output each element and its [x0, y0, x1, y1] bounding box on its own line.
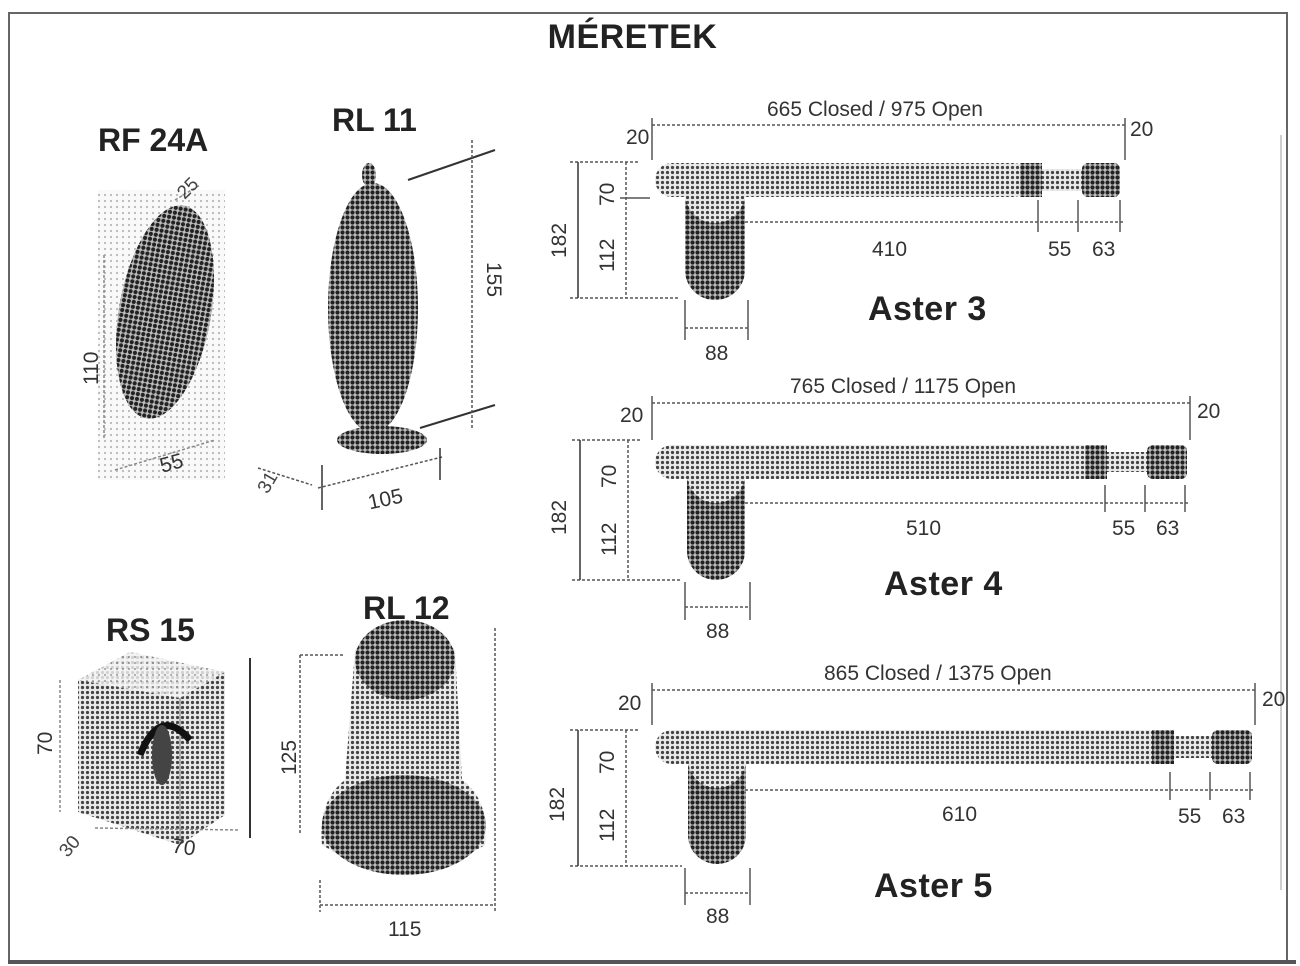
aster4-label: Aster 4: [884, 565, 1003, 603]
rl11-label: RL 11: [332, 102, 417, 138]
rs15-width-dim: 70: [170, 834, 197, 861]
aster3-seg2-dim: 63: [1092, 238, 1116, 261]
aster5-end-right-dim: 20: [1262, 688, 1286, 711]
rs15-height-dim: 70: [34, 731, 57, 755]
aster3-end-right-dim: 20: [1130, 118, 1154, 141]
aster5-total-height-dim: 182: [546, 786, 569, 822]
aster5-label: Aster 5: [874, 867, 993, 905]
rl12-height-dim: 125: [278, 739, 301, 775]
aster3-end-left-dim: 20: [626, 126, 650, 149]
aster5-body-height-dim: 112: [596, 808, 619, 842]
page-title: MÉRETEK: [547, 18, 718, 56]
aster5-seg2-dim: 63: [1222, 805, 1246, 828]
aster3-seg1-dim: 55: [1048, 238, 1072, 261]
aster5-seg1-dim: 55: [1178, 805, 1202, 828]
aster3-drawing: [570, 118, 1126, 340]
aster4-seg2-dim: 63: [1156, 517, 1180, 540]
rl11-drawing: [257, 140, 496, 510]
aster3-total-dim: 665 Closed / 975 Open: [767, 98, 983, 121]
rl12-label: RL 12: [363, 590, 450, 626]
aster4-arm-length-dim: 510: [906, 517, 942, 540]
aster4-seg1-dim: 55: [1112, 517, 1136, 540]
rs15-label: RS 15: [106, 612, 195, 648]
aster4-total-height-dim: 182: [548, 499, 571, 535]
rs15-drawing: [59, 652, 251, 845]
aster4-body-width-dim: 88: [706, 620, 730, 643]
aster4-arm-height-dim: 70: [598, 464, 621, 488]
aster3-arm-height-dim: 70: [596, 182, 619, 206]
right-scan-rule: [1280, 135, 1282, 890]
rf24a-height-dim: 110: [80, 351, 103, 385]
aster5-body-width-dim: 88: [706, 905, 730, 928]
aster5-arm-height-dim: 70: [596, 750, 619, 774]
aster5-end-left-dim: 20: [618, 692, 642, 715]
aster5-total-dim: 865 Closed / 1375 Open: [824, 662, 1052, 685]
aster4-body-height-dim: 112: [598, 522, 621, 556]
aster3-label: Aster 3: [868, 290, 987, 328]
aster4-total-dim: 765 Closed / 1175 Open: [790, 375, 1017, 398]
rl12-width-dim: 115: [388, 918, 422, 941]
aster3-body-height-dim: 112: [596, 238, 619, 272]
aster4-end-left-dim: 20: [620, 404, 644, 427]
rf24a-drawing: [98, 184, 225, 480]
aster5-arm-length-dim: 610: [942, 803, 978, 826]
aster3-body-width-dim: 88: [705, 342, 729, 365]
rl11-height-dim: 155: [482, 262, 505, 298]
rl12-drawing: [299, 620, 496, 912]
aster4-end-right-dim: 20: [1197, 400, 1221, 423]
aster3-arm-length-dim: 410: [872, 238, 908, 261]
frame-bottom-edge: [8, 960, 1296, 964]
rf24a-label: RF 24A: [98, 122, 209, 158]
aster3-total-height-dim: 182: [548, 222, 571, 258]
aster5-drawing: [570, 683, 1256, 905]
aster4-drawing: [572, 396, 1191, 620]
